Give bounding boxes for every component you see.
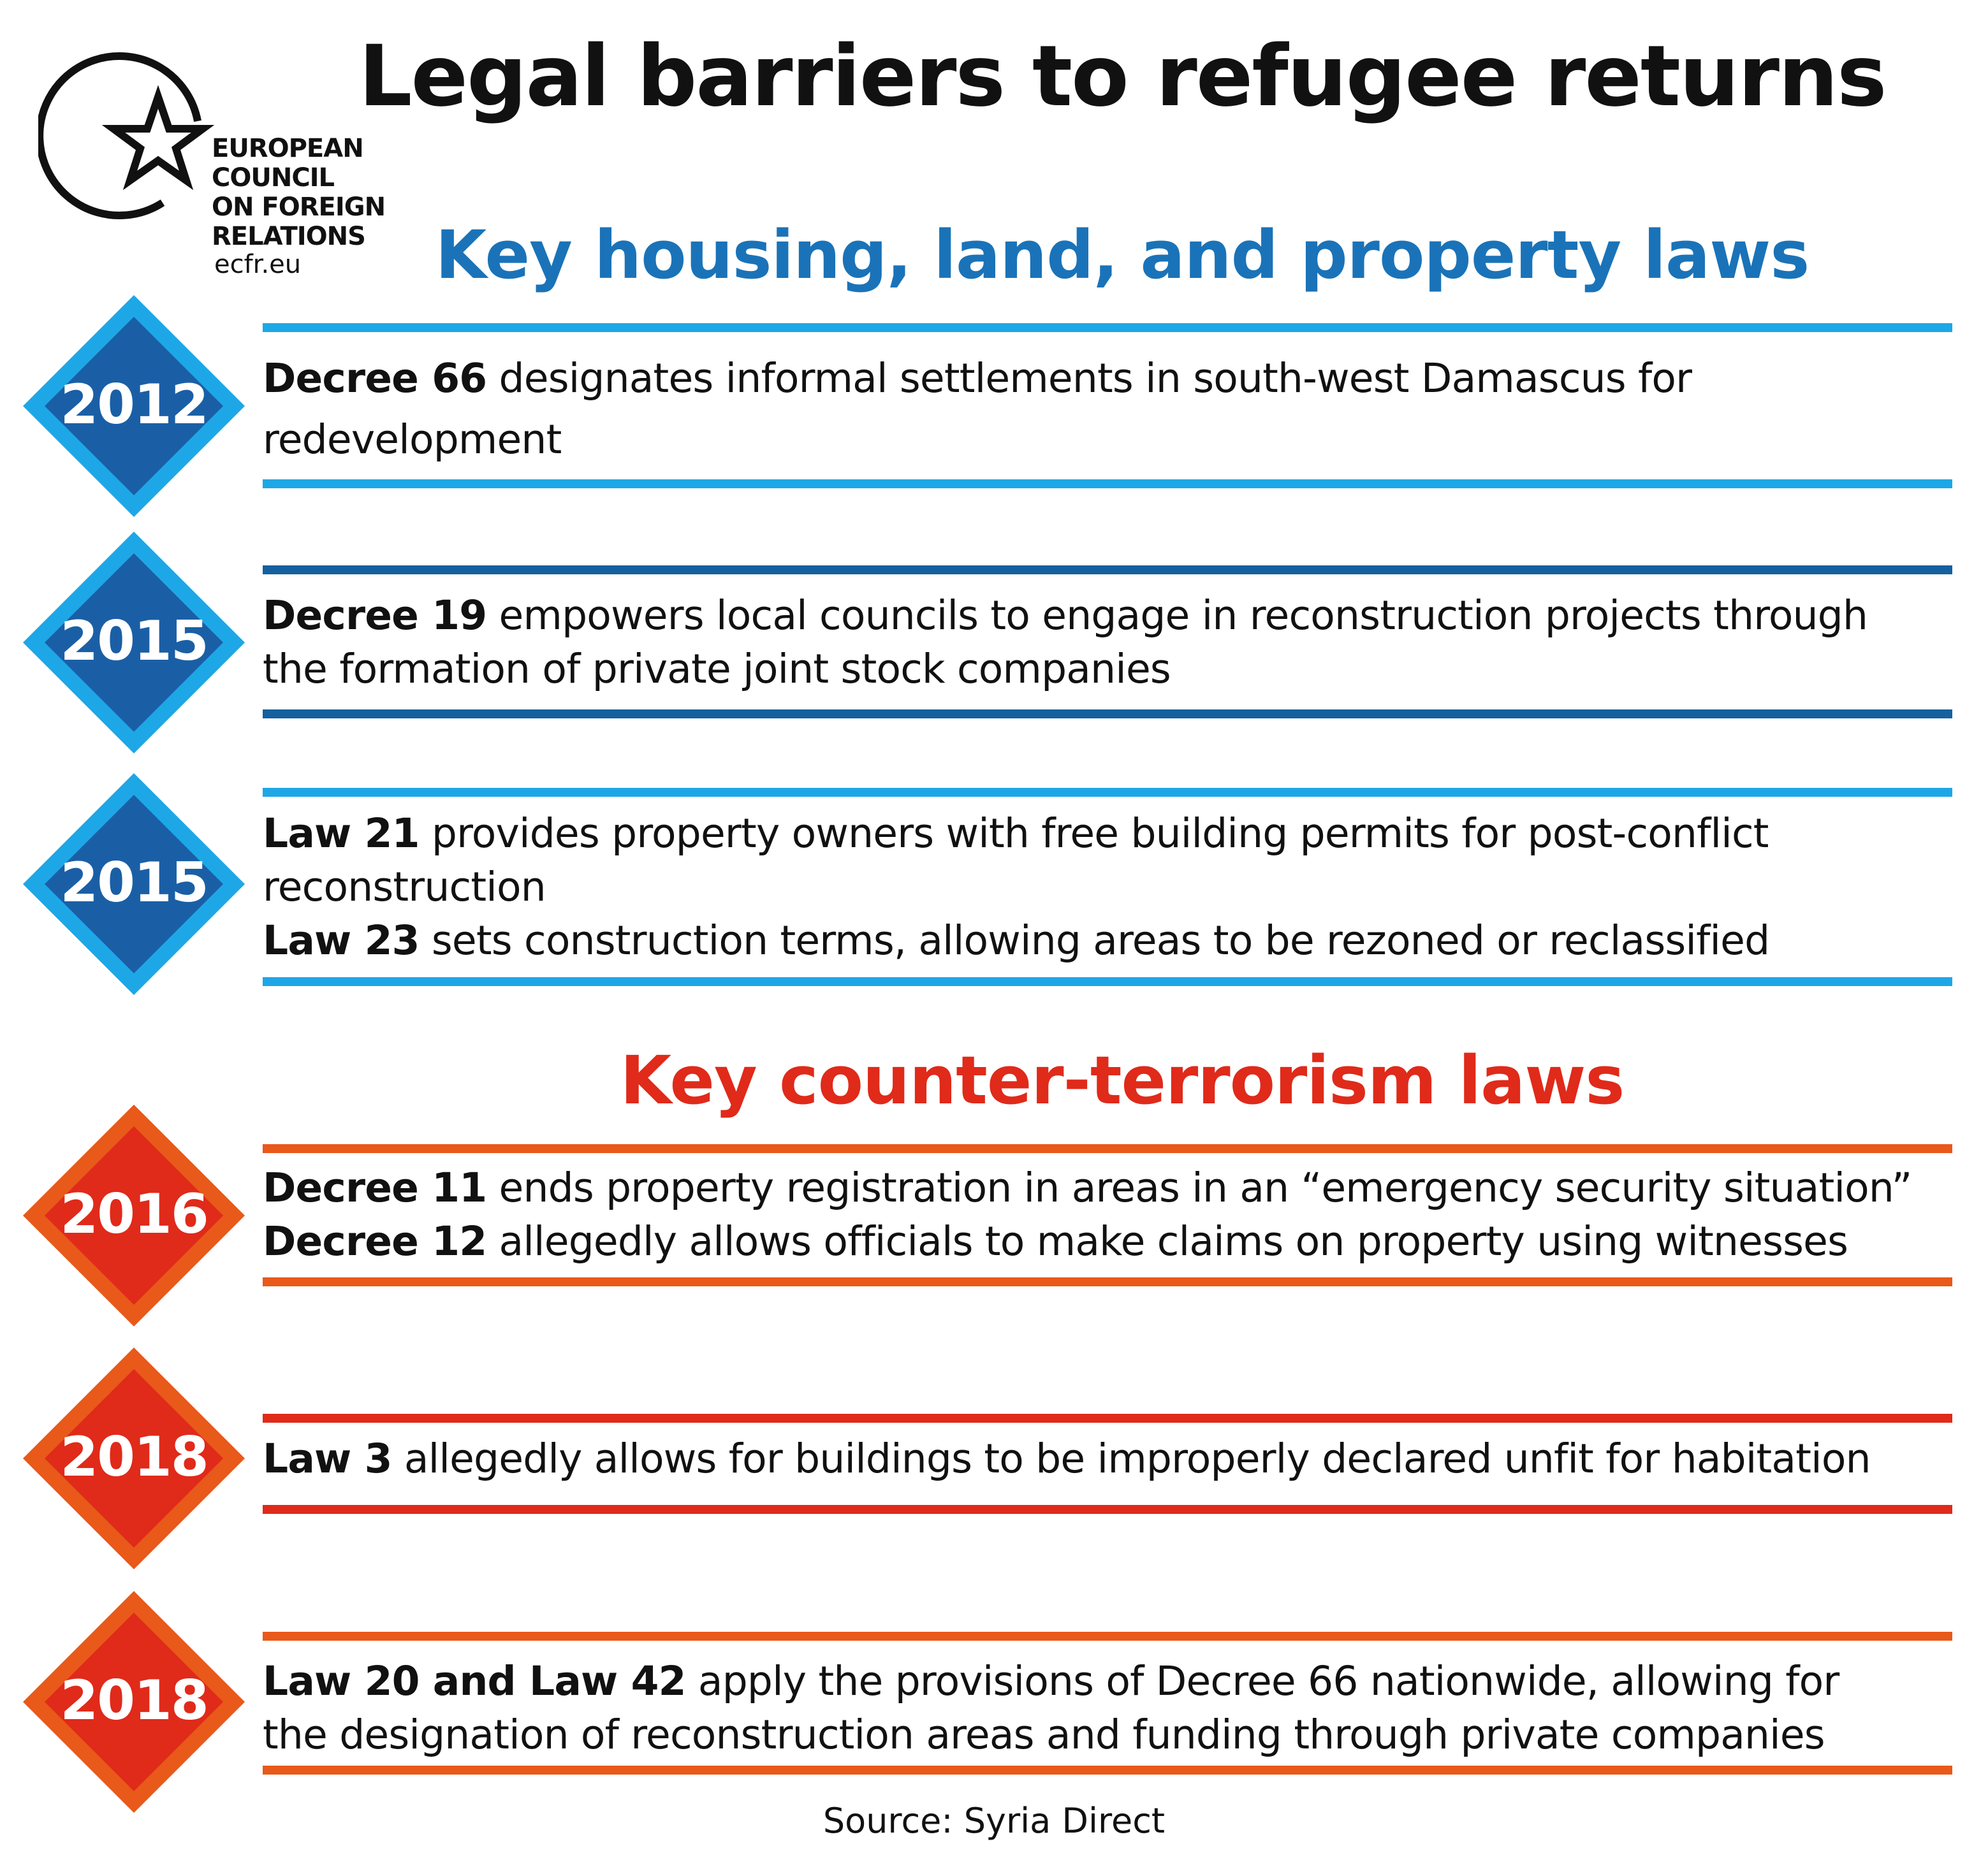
entry-description: Law 20 and Law 42 apply the provisions o… (263, 1655, 1959, 1762)
law-summary: allegedly allows officials to make claim… (486, 1218, 1848, 1265)
entry-rule-top (263, 1144, 1952, 1153)
logo-url: ecfr.eu (214, 250, 302, 279)
year-label: 2015 (60, 851, 208, 915)
description-line: redevelopment (263, 409, 1959, 470)
law-summary: redevelopment (263, 416, 562, 463)
law-summary: reconstruction (263, 864, 546, 910)
description-line: Law 20 and Law 42 apply the provisions o… (263, 1655, 1959, 1708)
description-line: Decree 19 empowers local councils to eng… (263, 589, 1959, 643)
entry-rule-top (263, 323, 1952, 332)
law-name: Law 3 (263, 1435, 392, 1482)
entry-rule-top (263, 1632, 1952, 1641)
entry-rule-bottom (263, 1277, 1952, 1286)
description-line: reconstruction (263, 861, 1959, 914)
law-summary: designates informal settlements in south… (486, 355, 1693, 402)
year-label: 2012 (60, 373, 208, 437)
description-line: Decree 12 allegedly allows officials to … (263, 1215, 1959, 1268)
description-line: the formation of private joint stock com… (263, 643, 1959, 696)
source-note: Source: Syria Direct (822, 1801, 1166, 1841)
year-diamond (23, 532, 245, 753)
law-name: Decree 12 (263, 1218, 487, 1265)
law-name: Decree 11 (263, 1165, 487, 1211)
logo-line: COUNCIL (212, 163, 335, 193)
section-title-counter-terrorism: Key counter-terrorism laws (620, 1042, 1625, 1119)
year-label: 2016 (60, 1182, 208, 1246)
law-summary: provides property owners with free build… (419, 810, 1769, 857)
entry-description: Decree 66 designates informal settlement… (263, 348, 1959, 470)
year-diamond (23, 1105, 245, 1326)
ecfr-logo: EUROPEAN COUNCIL ON FOREIGN RELATIONS ec… (36, 25, 395, 280)
description-line: Law 21 provides property owners with fre… (263, 807, 1959, 861)
description-line: Law 3 allegedly allows for buildings to … (263, 1432, 1959, 1486)
law-name: Law 23 (263, 917, 420, 964)
year-diamond (23, 1591, 245, 1813)
law-summary: sets construction terms, allowing areas … (419, 917, 1770, 964)
law-name: Law 20 and Law 42 (263, 1658, 686, 1704)
entry-rule-bottom (263, 1766, 1952, 1775)
logo-line: ON FOREIGN (212, 193, 386, 222)
law-summary: apply the provisions of Decree 66 nation… (685, 1658, 1839, 1704)
entry-rule-bottom (263, 709, 1952, 718)
entry-description: Decree 11 ends property registration in … (263, 1161, 1959, 1268)
entry-rule-top (263, 1414, 1952, 1423)
law-summary: allegedly allows for buildings to be imp… (391, 1435, 1871, 1482)
entry-rule-top (263, 565, 1952, 574)
year-diamond (23, 295, 245, 517)
year-label: 2018 (60, 1425, 208, 1489)
logo-wordmark: EUROPEAN COUNCIL ON FOREIGN RELATIONS (212, 134, 386, 251)
logo-line: RELATIONS (212, 222, 366, 251)
law-name: Decree 19 (263, 592, 487, 639)
description-line: the designation of reconstruction areas … (263, 1708, 1959, 1762)
description-line: Decree 66 designates informal settlement… (263, 348, 1959, 409)
law-summary: the designation of reconstruction areas … (263, 1711, 1825, 1758)
section-title-housing: Key housing, land, and property laws (435, 216, 1809, 294)
entry-rule-bottom (263, 1505, 1952, 1514)
entry-description: Law 21 provides property owners with fre… (263, 807, 1959, 968)
law-summary: the formation of private joint stock com… (263, 646, 1171, 692)
entry-rule-bottom (263, 479, 1952, 488)
entry-rule-bottom (263, 977, 1952, 986)
page-title: Legal barriers to refugee returns (358, 27, 1887, 126)
entry-description: Law 3 allegedly allows for buildings to … (263, 1432, 1959, 1486)
star-circle-icon (36, 52, 215, 220)
law-summary: ends property registration in areas in a… (486, 1165, 1913, 1211)
description-line: Law 23 sets construction terms, allowing… (263, 914, 1959, 968)
year-diamond (23, 773, 245, 995)
description-line: Decree 11 ends property registration in … (263, 1161, 1959, 1215)
law-name: Law 21 (263, 810, 420, 857)
logo-line: EUROPEAN (212, 134, 364, 163)
entry-rule-top (263, 788, 1952, 797)
entry-description: Decree 19 empowers local councils to eng… (263, 589, 1959, 696)
year-label: 2015 (60, 609, 208, 673)
law-summary: empowers local councils to engage in rec… (486, 592, 1868, 639)
year-diamond (23, 1348, 245, 1569)
year-label: 2018 (60, 1669, 208, 1733)
law-name: Decree 66 (263, 355, 487, 402)
